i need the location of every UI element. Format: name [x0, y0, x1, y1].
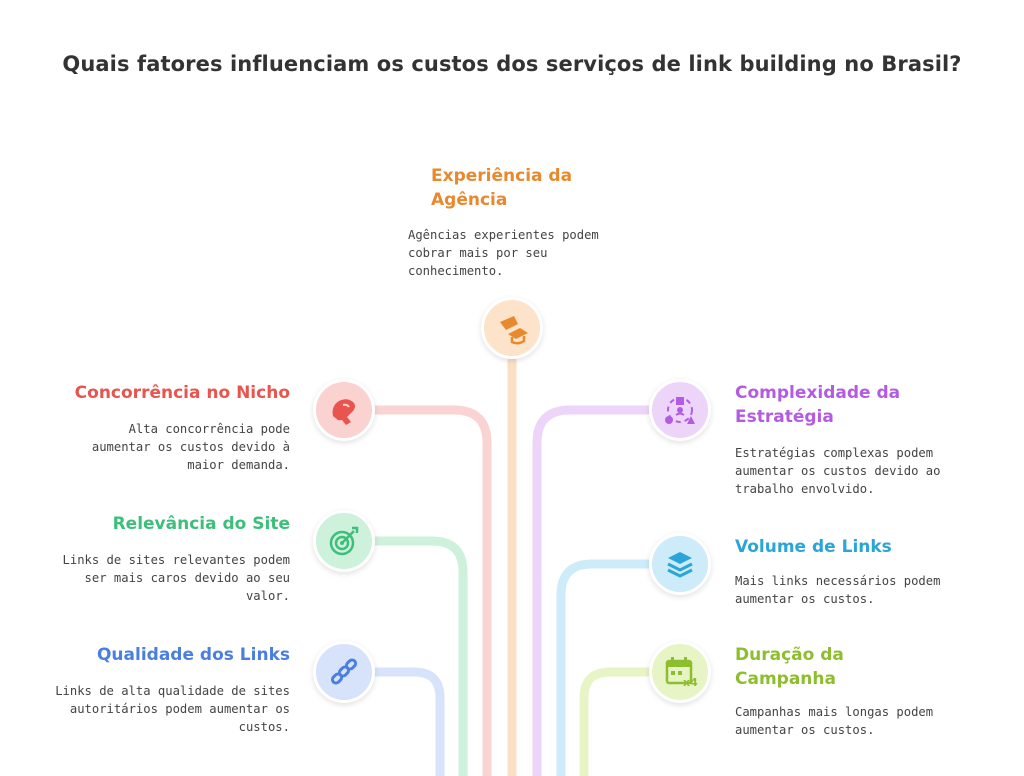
experiencia-heading: Experiência da Agência: [431, 164, 572, 212]
calendar-badge: x4: [683, 676, 698, 689]
experiencia-description: Agências experientes podem cobrar mais p…: [408, 228, 599, 278]
calendar-icon: x4: [649, 641, 711, 703]
connector-concorrencia: [372, 405, 492, 776]
connector-qualidade: [372, 667, 445, 776]
volume-heading: Volume de Links: [735, 537, 892, 557]
connector-relevancia: [372, 536, 468, 776]
connector-volume: [556, 559, 652, 776]
duracao-description: Campanhas mais longas podem aumentar os …: [735, 705, 934, 737]
complexidade-description: Estratégias complexas podem aumentar os …: [735, 446, 941, 496]
relevancia-heading: Relevância do Site: [112, 514, 290, 534]
duracao-heading: Duração da Campanha: [735, 645, 844, 689]
connector-duracao: [579, 667, 652, 776]
volume-description: Mais links necessários podem aumentar os…: [735, 574, 941, 606]
experiencia-heading-line1: Experiência da: [431, 166, 573, 186]
boxing-glove-icon: [313, 379, 375, 441]
chain-link-icon: [313, 641, 375, 703]
layers-icon: [649, 533, 711, 595]
shapes-icon: [649, 379, 711, 441]
concorrencia-heading: Concorrência no Nicho: [74, 383, 290, 403]
experiencia-heading-line2: Agência: [431, 190, 508, 210]
complexidade-heading: Complexidade da Estratégia: [735, 383, 901, 427]
connector-complexidade: [532, 405, 652, 776]
graduation-cap-icon: [481, 297, 543, 359]
qualidade-description: Links de alta qualidade de sites autorit…: [55, 684, 290, 734]
target-icon: [313, 510, 375, 572]
relevancia-description: Links de sites relevantes podem ser mais…: [62, 553, 290, 603]
concorrencia-description: Alta concorrência pode aumentar os custo…: [91, 422, 290, 472]
page-title: Quais fatores influenciam os custos dos …: [62, 52, 962, 76]
qualidade-heading: Qualidade dos Links: [96, 645, 290, 665]
